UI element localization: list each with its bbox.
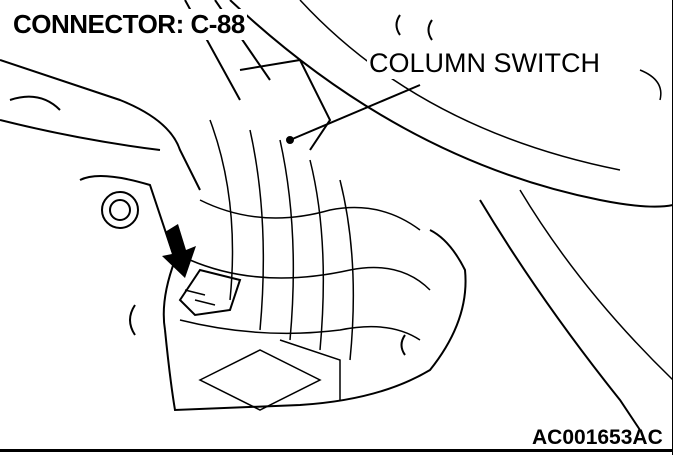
arrow-icon xyxy=(162,224,196,278)
right-border xyxy=(672,0,673,455)
column-switch-label: COLUMN SWITCH xyxy=(367,48,602,79)
connector-diagram: CONNECTOR: C-88 COLUMN SWITCH AC001653AC xyxy=(0,0,673,455)
bottom-border xyxy=(0,449,673,452)
figure-code: AC001653AC xyxy=(532,426,663,449)
connector-title: CONNECTOR: C-88 xyxy=(11,9,247,40)
connector-line-drawing xyxy=(0,0,673,431)
